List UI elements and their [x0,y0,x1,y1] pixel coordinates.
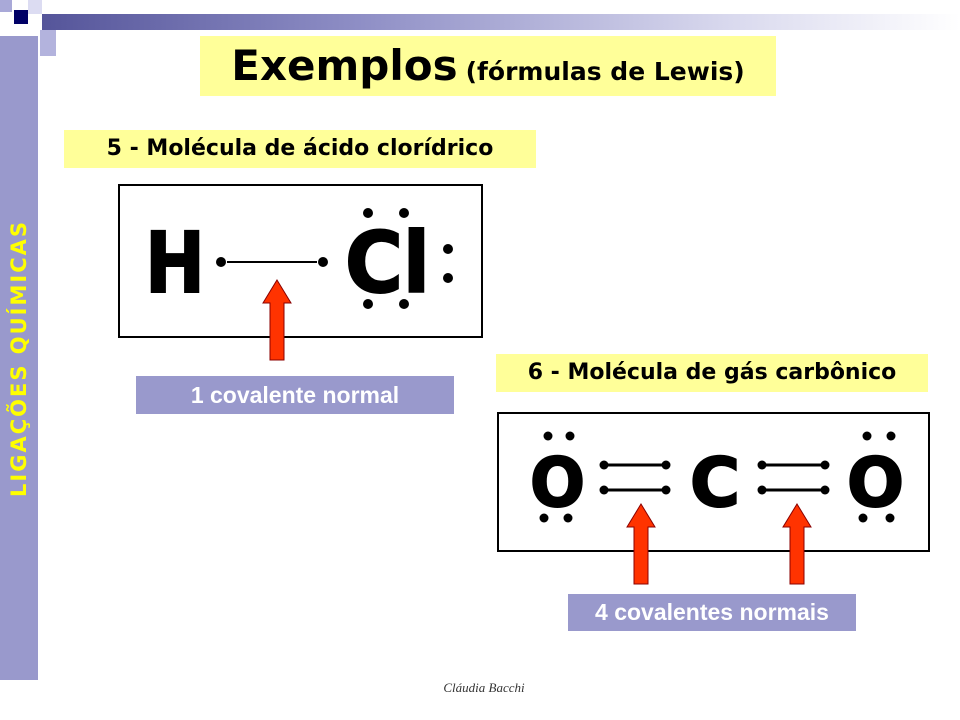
footer-author: Cláudia Bacchi [443,680,525,695]
lewis-diagram-co2: O C O [529,431,905,524]
lone-pair-dot [399,299,409,309]
section-heading-hcl: 5 - Molécula de ácido clorídrico [64,130,536,168]
caption-co2-bonds: 4 covalentes normais [568,594,856,631]
electron-dot [820,460,830,470]
electron-dot [757,460,767,470]
up-arrow-icon [262,279,292,361]
lewis-structure-hcl: H Cl [118,184,483,338]
atom-chlorine: Cl [345,214,430,312]
page-subtitle: (fórmulas de Lewis) [465,57,745,86]
electron-dot [820,485,830,495]
arrow-shape [782,503,812,585]
lone-pair-dot [862,431,872,441]
electron-dot [757,485,767,495]
lone-pair-dot [565,431,575,441]
atom-oxygen-left: O [530,444,585,523]
section-heading-co2: 6 - Molécula de gás carbônico [496,354,928,392]
lone-pair-dot [543,431,553,441]
lone-pair-dot [443,244,453,254]
arrow-shape [626,503,656,585]
lone-pair-dot [539,513,549,523]
lewis-structure-co2: O C O [497,412,930,552]
sidebar: LIGAÇÕES QUÍMICAS [0,36,38,680]
lone-pair-dot [563,513,573,523]
lone-pair-dot [399,208,409,218]
electron-dot [599,460,609,470]
up-arrow-icon [626,503,656,585]
sidebar-title: LIGAÇÕES QUÍMICAS [7,219,31,497]
electron-dot [661,485,671,495]
lone-pair-dot [858,513,868,523]
electron-dot [661,460,671,470]
decor-square [0,0,12,12]
electron-dot [216,257,226,267]
electron-dot [599,485,609,495]
lone-pair-dot [363,299,373,309]
caption-hcl-bonds: 1 covalente normal [136,376,454,414]
lone-pair-dot [886,431,896,441]
atom-hydrogen: H [145,214,205,312]
lone-pair-dot [885,513,895,523]
decor-square [28,0,42,14]
decor-square [40,30,56,56]
atom-carbon: C [690,444,740,523]
arrow-shape [262,279,292,361]
atom-oxygen-right: O [847,444,904,523]
lone-pair-dot [443,273,453,283]
up-arrow-icon [782,503,812,585]
electron-dot [318,257,328,267]
page-title: Exemplos [231,41,458,90]
lewis-diagram-hcl: H Cl [144,208,453,313]
decor-square [14,10,28,24]
lone-pair-dot [363,208,373,218]
header-gradient-bar [42,14,960,30]
title-banner: Exemplos(fórmulas de Lewis) [200,36,776,96]
